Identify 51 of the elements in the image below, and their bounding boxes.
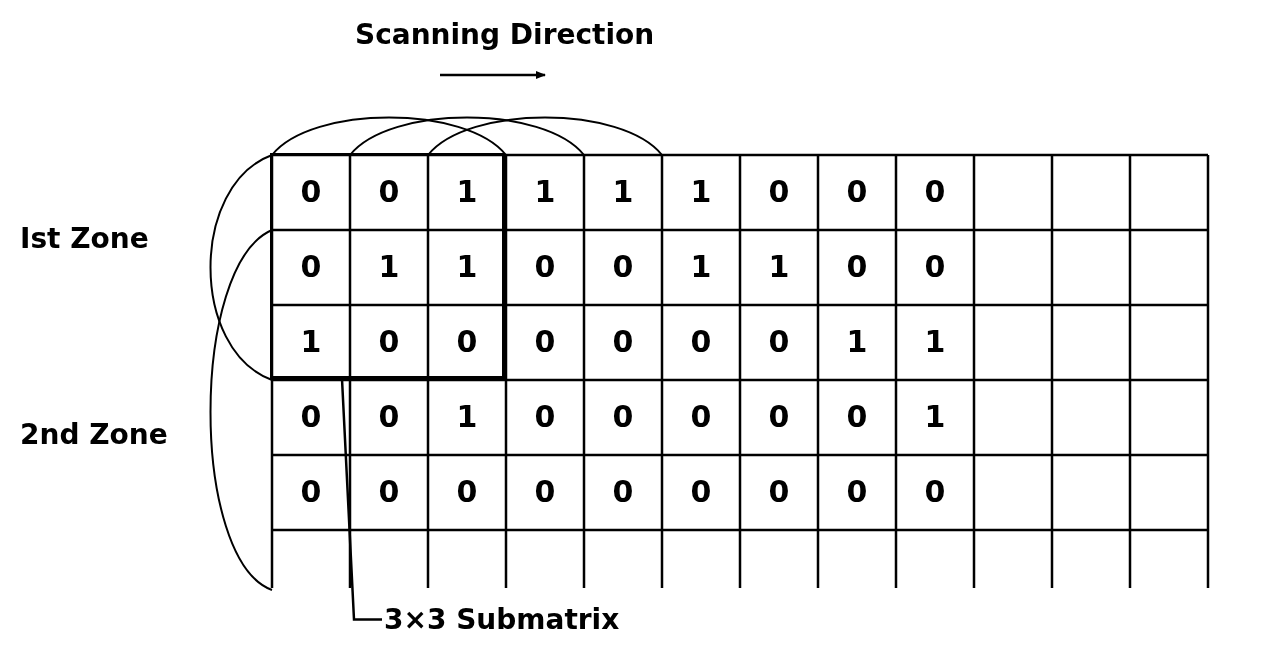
binary-digit: 0 xyxy=(377,173,401,211)
binary-digit: 0 xyxy=(377,398,401,436)
callout-label: 3×3 Submatrix xyxy=(384,603,620,636)
binary-digit: 0 xyxy=(845,248,869,286)
binary-digit: 0 xyxy=(299,473,323,511)
leader-line xyxy=(340,378,382,621)
binary-digit: 0 xyxy=(767,173,791,211)
binary-digit: 0 xyxy=(611,398,635,436)
binary-digit: 0 xyxy=(689,473,713,511)
binary-digit: 0 xyxy=(611,248,635,286)
binary-digit: 0 xyxy=(923,173,947,211)
binary-digit: 1 xyxy=(455,398,479,436)
binary-digit: 0 xyxy=(299,398,323,436)
binary-digit: 1 xyxy=(455,173,479,211)
binary-digit: 0 xyxy=(377,473,401,511)
binary-digit: 1 xyxy=(299,323,323,361)
binary-digit: 0 xyxy=(767,398,791,436)
binary-digit: 1 xyxy=(533,173,557,211)
zone-label: Ist Zone xyxy=(20,222,149,255)
binary-digit: 0 xyxy=(533,323,557,361)
binary-digit: 1 xyxy=(689,248,713,286)
binary-digit: 0 xyxy=(845,473,869,511)
binary-digit: 0 xyxy=(689,323,713,361)
binary-digit: 0 xyxy=(377,323,401,361)
binary-digit: 0 xyxy=(299,248,323,286)
binary-digit: 0 xyxy=(689,398,713,436)
binary-digit: 0 xyxy=(611,473,635,511)
binary-digit: 1 xyxy=(455,248,479,286)
submatrix-outline xyxy=(270,153,505,379)
binary-digit: 0 xyxy=(455,323,479,361)
binary-digit: 0 xyxy=(455,473,479,511)
binary-digit: 1 xyxy=(845,323,869,361)
binary-digit: 0 xyxy=(923,248,947,286)
heading-text: Scanning Direction xyxy=(355,18,655,51)
binary-digit: 1 xyxy=(923,398,947,436)
binary-digit: 0 xyxy=(845,398,869,436)
binary-digit: 1 xyxy=(377,248,401,286)
binary-digit: 1 xyxy=(689,173,713,211)
binary-digit: 0 xyxy=(767,323,791,361)
binary-digit: 0 xyxy=(845,173,869,211)
binary-digit: 0 xyxy=(923,473,947,511)
binary-digit: 0 xyxy=(533,398,557,436)
binary-digit: 0 xyxy=(767,473,791,511)
binary-digit: 0 xyxy=(533,473,557,511)
binary-digit: 1 xyxy=(767,248,791,286)
binary-digit: 1 xyxy=(923,323,947,361)
binary-digit: 0 xyxy=(611,323,635,361)
binary-digit: 1 xyxy=(611,173,635,211)
binary-digit: 0 xyxy=(533,248,557,286)
binary-digit: 0 xyxy=(299,173,323,211)
zone-label: 2nd Zone xyxy=(20,418,168,451)
